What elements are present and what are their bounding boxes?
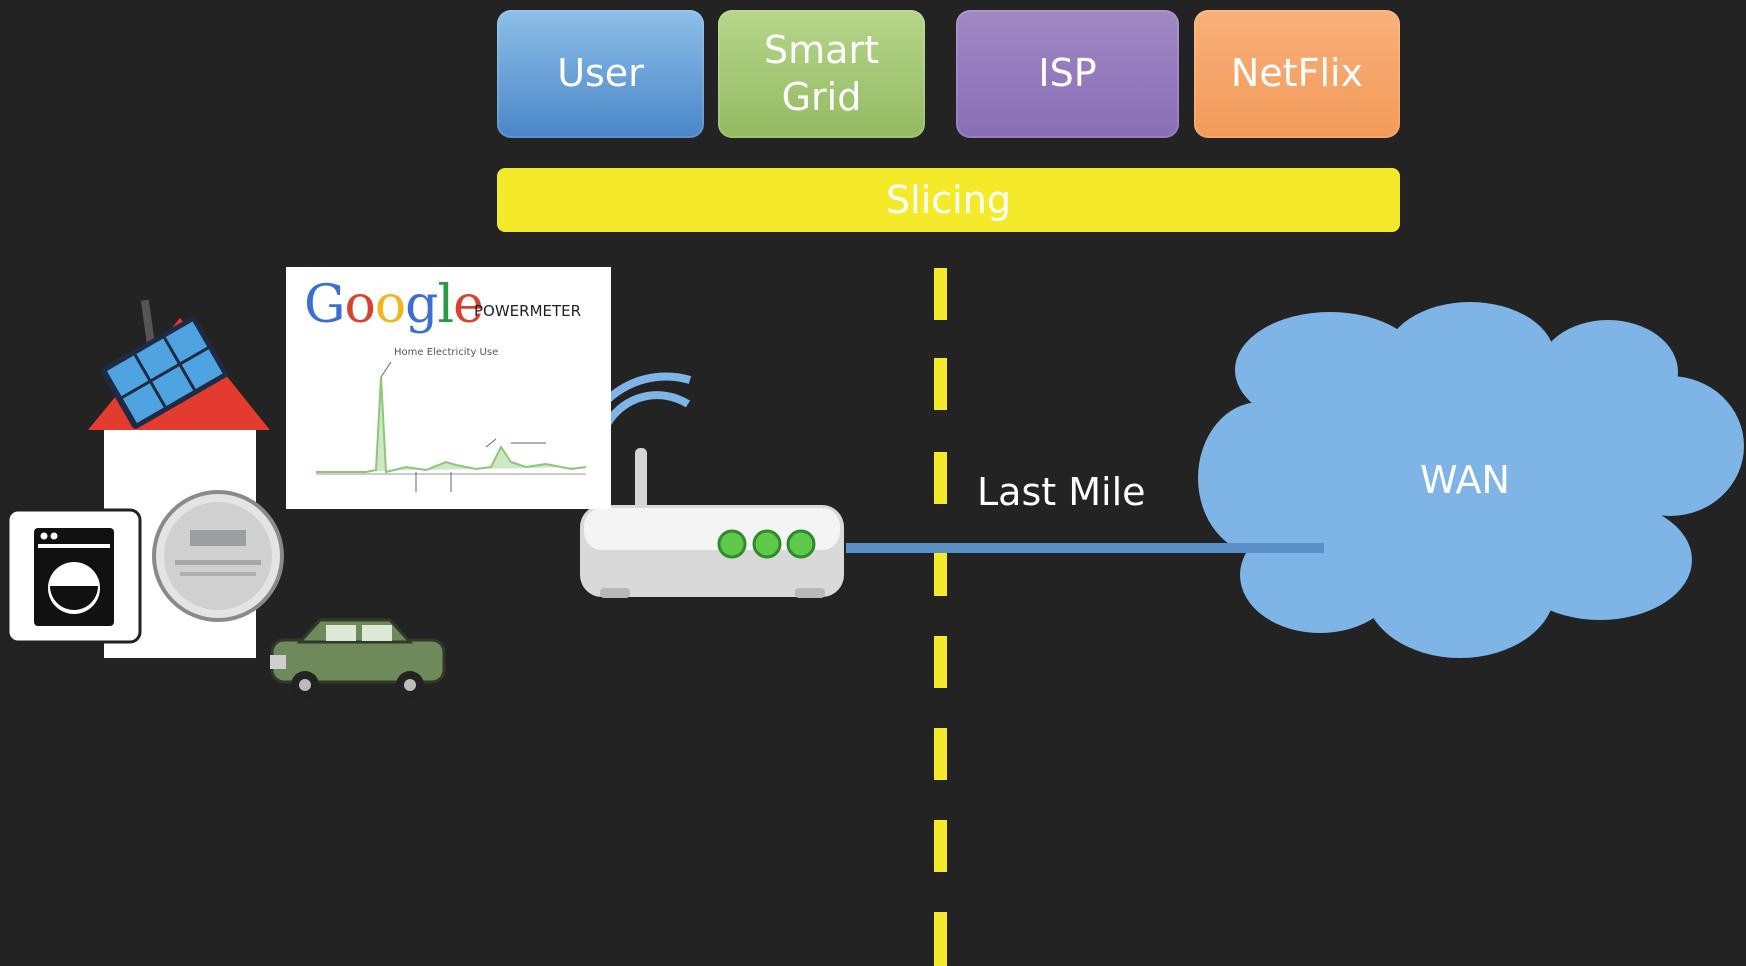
smart-grid-label-line1: Smart: [764, 27, 879, 72]
cloud-icon: [1198, 302, 1744, 658]
powermeter-panel: Google POWERMETER Home Electricity Use: [286, 267, 611, 509]
dashed-divider: [934, 268, 947, 966]
solar-panel-icon: [100, 316, 228, 429]
slicing-bar: Slicing: [497, 168, 1400, 232]
smart-grid-label-line2: Grid: [781, 75, 862, 119]
last-mile-label: Last Mile: [977, 470, 1146, 514]
powermeter-caption: Home Electricity Use: [394, 347, 499, 358]
wifi-router-icon: [578, 372, 844, 598]
user-label: User: [557, 51, 644, 96]
washing-machine-icon: [6, 508, 142, 644]
slicing-label: Slicing: [886, 178, 1011, 222]
powermeter-title: POWERMETER: [474, 302, 582, 320]
user-box: User: [497, 10, 704, 138]
smart-grid-box: Smart Grid: [718, 10, 925, 138]
netflix-box: NetFlix: [1194, 10, 1400, 138]
smart-meter-icon: [152, 490, 284, 622]
last-mile-link: [846, 543, 1324, 553]
power-usage-graph: [316, 361, 587, 492]
google-logo: Google: [304, 275, 484, 335]
wan-label: WAN: [1420, 458, 1510, 502]
isp-box: ISP: [956, 10, 1179, 138]
isp-label: ISP: [1038, 51, 1097, 96]
electric-car-icon: [270, 618, 446, 699]
netflix-label: NetFlix: [1230, 51, 1364, 96]
